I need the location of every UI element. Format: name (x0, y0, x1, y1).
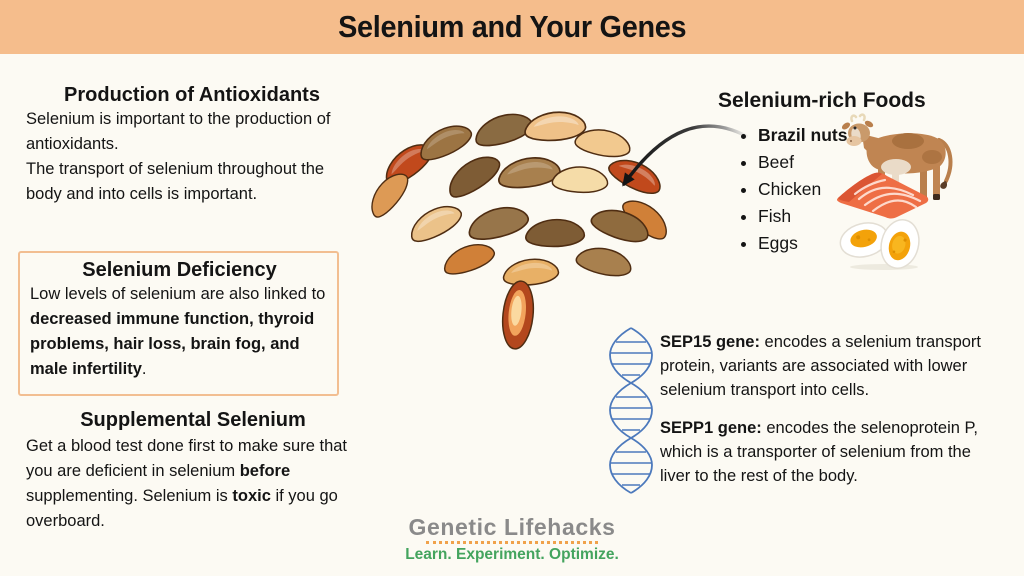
foods-list: Brazil nuts Beef Chicken Fish Eggs (700, 122, 1020, 257)
logo-name: Genetic Lifehacks (408, 514, 616, 540)
logo-tagline: Learn. Experiment. Optimize. (405, 546, 619, 563)
food-label: Brazil nuts (758, 125, 848, 145)
deficiency-text-start: Low levels of selenium are also linked t… (30, 285, 326, 303)
sepp1-gene-text: encodes the selenoprotein P, which is a … (660, 419, 978, 485)
sepp1-gene-paragraph: SEPP1 gene: encodes the selenoprotein P,… (660, 416, 994, 488)
genetic-lifehacks-logo: Genetic Lifehacks Learn. Experiment. Opt… (392, 514, 632, 563)
section-supplemental-selenium: Supplemental Selenium Get a blood test d… (22, 409, 364, 534)
deficiency-text-bold: decreased immune function, thyroid probl… (30, 310, 315, 378)
section-selenium-deficiency: Selenium Deficiency Low levels of seleni… (18, 251, 339, 396)
boiled-eggs-icon (839, 219, 920, 270)
food-list-item-brazil-nuts: Brazil nuts (758, 122, 1020, 149)
sep15-gene-paragraph: SEP15 gene: encodes a selenium transport… (660, 330, 994, 402)
food-label: Chicken (758, 179, 822, 199)
antioxidants-paragraph-1: Selenium is important to the production … (26, 110, 331, 153)
supplemental-paragraph: Get a blood test done first to make sure… (22, 434, 364, 534)
supplemental-heading: Supplemental Selenium (80, 409, 306, 431)
foods-heading: Selenium-rich Foods (718, 89, 926, 112)
curved-arrow-icon (622, 124, 748, 187)
supplemental-bold1: before (239, 462, 291, 480)
logo-dotted-divider (426, 541, 598, 544)
section-selenium-rich-foods: Selenium-rich Foods Brazil nuts Beef Chi… (700, 89, 1020, 257)
deficiency-text-end: . (141, 360, 147, 378)
food-label: Eggs (758, 233, 798, 253)
section-genes: SEP15 gene: encodes a selenium transport… (660, 330, 994, 502)
supplemental-seg2: supplementing. Selenium is (26, 487, 233, 505)
antioxidants-heading: Production of Antioxidants (64, 84, 320, 106)
food-list-item-fish: Fish (758, 203, 1020, 230)
page-title: Selenium and Your Genes (337, 9, 687, 44)
food-list-item-chicken: Chicken (758, 176, 1020, 203)
food-label: Fish (758, 206, 792, 226)
food-label: Beef (758, 152, 794, 172)
food-list-item-beef: Beef (758, 149, 1020, 176)
section-production-of-antioxidants: Production of Antioxidants Selenium is i… (22, 84, 362, 207)
salmon-fillet-icon (837, 172, 929, 219)
sep15-gene-text: encodes a selenium transport protein, va… (660, 333, 982, 399)
supplemental-seg3: if you go overboard. (26, 487, 338, 530)
food-list-item-eggs: Eggs (758, 230, 1020, 257)
sep15-gene-label: SEP15 gene: (660, 333, 760, 351)
supplemental-seg1: Get a blood test done first to make sure… (26, 437, 348, 480)
sepp1-gene-label: SEPP1 gene: (660, 419, 762, 437)
antioxidants-paragraph-2: The transport of selenium throughout the… (26, 160, 325, 203)
deficiency-paragraph: Low levels of selenium are also linked t… (30, 282, 329, 382)
falling-nut (501, 280, 535, 350)
title-banner: Selenium and Your Genes (0, 0, 1024, 54)
deficiency-heading: Selenium Deficiency (82, 259, 277, 281)
supplemental-bold2: toxic (232, 487, 271, 505)
dna-helix-icon (609, 327, 653, 494)
